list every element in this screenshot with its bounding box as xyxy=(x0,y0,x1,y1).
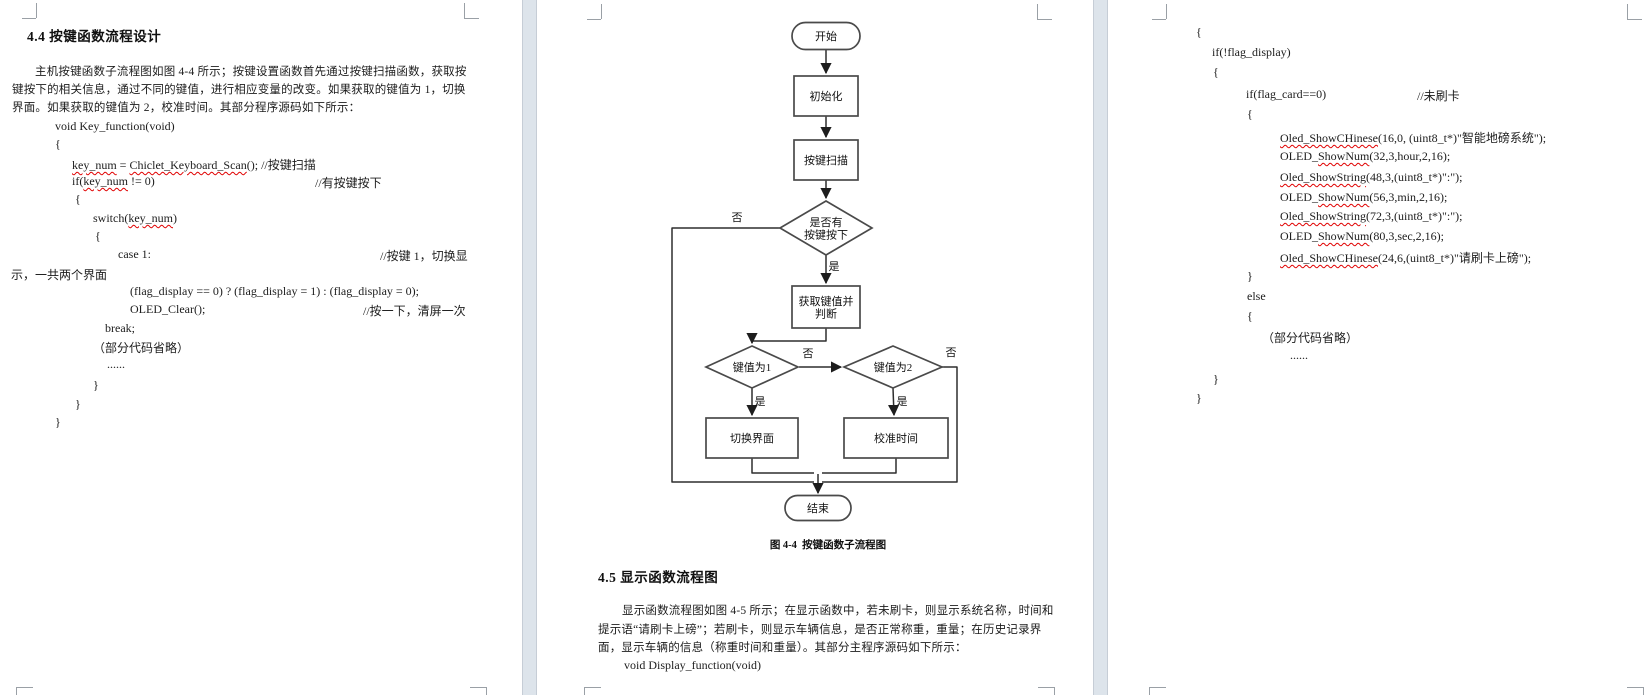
code-line: OLED_ShowNum(56,3,min,2,16); xyxy=(1280,190,1448,204)
misspelled-token: key_num xyxy=(83,174,128,188)
code-line: break; xyxy=(105,321,135,335)
misspelled-token: ShowNum xyxy=(1318,190,1370,204)
flow-node-label: 按键扫描 xyxy=(804,153,848,167)
code-line: } xyxy=(75,397,81,411)
flow-connector xyxy=(751,458,814,474)
page-gap-2 xyxy=(1093,0,1108,695)
code-line: OLED_ShowNum(32,3,hour,2,16); xyxy=(1280,149,1451,163)
code-line: else xyxy=(1247,289,1266,303)
code-line: （部分代码省略） xyxy=(1262,331,1359,345)
flow-node-label: 结束 xyxy=(807,502,829,515)
flow-branch-label: 否 xyxy=(732,212,743,224)
flow-node-rect xyxy=(793,139,859,181)
flow-node-label: 校准时间 xyxy=(874,431,918,445)
body-text-line: 面，显示车辆的信息（称重时间和重量）。其部分主程序源码如下所示： xyxy=(598,642,967,654)
flow-node-label: 切换界面 xyxy=(730,431,774,445)
code-comment: //未刷卡 xyxy=(1417,89,1460,103)
code-line: { xyxy=(95,229,101,243)
flow-connector xyxy=(822,366,958,483)
flow-branch-label: 是 xyxy=(897,395,908,408)
misspelled-token: Oled_ShowString xyxy=(1280,209,1367,223)
section-heading-4-5: 4.5 显示函数流程图 xyxy=(598,570,719,585)
code-line: OLED_Clear();//按一下，清屏一次 xyxy=(130,302,466,318)
code-line: Oled_ShowCHinese(16,0, (uint8_t*)"智能地磅系统… xyxy=(1280,131,1547,145)
flow-node-rect xyxy=(791,285,861,329)
flow-node-diamond xyxy=(841,345,945,389)
body-text-line: 主机按键函数子流程图如图 4-4 所示；按键设置函数首先通过按键扫描函数，获取按 xyxy=(35,66,467,78)
code-comment: //按一下，清屏一次 xyxy=(363,304,466,318)
code-line: } xyxy=(93,378,99,392)
misspelled-token: ShowNum xyxy=(1318,229,1370,243)
code-line: Oled_ShowCHinese(24,6,(uint8_t*)"请刷卡上磅")… xyxy=(1280,251,1532,265)
code-line: { xyxy=(75,192,81,206)
flow-connector xyxy=(671,227,814,483)
flow-connector xyxy=(888,387,900,417)
flow-connector xyxy=(822,458,897,474)
code-comment: //按键 1，切换显 xyxy=(380,249,468,263)
flow-connector xyxy=(746,328,827,345)
code-line: if(key_num != 0)//有按键按下 xyxy=(72,174,382,190)
code-line: { xyxy=(1196,25,1202,39)
code-line: } xyxy=(1213,372,1219,386)
code-comment: //有按键按下 xyxy=(315,176,382,190)
flow-branch-label: 是 xyxy=(755,395,766,408)
flow-branch-label: 否 xyxy=(946,347,957,359)
misspelled-token: Chiclet_Keyboard_Scan xyxy=(129,158,247,172)
flow-node-label: 获取键值并判断 xyxy=(799,294,854,321)
code-line: OLED_ShowNum(80,3,sec,2,16); xyxy=(1280,229,1444,243)
flow-node-stadium xyxy=(784,494,852,522)
code-line: (flag_display == 0) ? (flag_display = 1)… xyxy=(130,284,420,298)
code-line: } xyxy=(1247,269,1253,283)
flow-node-diamond xyxy=(778,200,874,256)
body-text-line: 键按下的相关信息，通过不同的键值，进行相应变量的改变。如果获取的键值为 1，切换 xyxy=(12,84,466,96)
section-heading-4-4: 4.4 按键函数流程设计 xyxy=(27,29,162,44)
code-line: if(flag_card==0)//未刷卡 xyxy=(1246,87,1460,103)
code-line: case 1://按键 1，切换显 xyxy=(118,247,468,263)
code-line: Oled_ShowString(72,3,(uint8_t*)":"); xyxy=(1280,209,1463,223)
page-gap-1 xyxy=(522,0,537,695)
flow-node-label: 开始 xyxy=(815,29,837,43)
code-line: void Key_function(void) xyxy=(55,119,175,133)
flow-node-rect xyxy=(843,417,949,459)
code-line: } xyxy=(55,415,61,429)
flow-node-stadium xyxy=(791,21,861,51)
flow-node-label: 键值为1 xyxy=(733,360,772,374)
code-line: switch(key_num) xyxy=(93,211,177,225)
code-line: void Display_function(void) xyxy=(624,658,761,672)
misspelled-token: Oled_ShowString xyxy=(1280,170,1367,184)
flow-node-label: 键值为2 xyxy=(874,360,913,374)
code-line: ...... xyxy=(107,357,125,371)
misspelled-token: key_num xyxy=(72,158,117,172)
flow-node-label: 是否有按键按下 xyxy=(804,215,848,242)
misspelled-token: Oled_ShowCHinese xyxy=(1280,251,1378,265)
flow-branch-label: 否 xyxy=(803,348,814,360)
misspelled-token: ShowNum xyxy=(1318,149,1370,163)
misspelled-token: Oled_ShowCHinese xyxy=(1280,131,1378,145)
code-line: Oled_ShowString(48,3,(uint8_t*)":"); xyxy=(1280,170,1463,184)
code-line: if(!flag_display) xyxy=(1212,45,1291,59)
flow-node-diamond xyxy=(703,345,801,389)
body-text-line: 界面。如果获取的键值为 2，校准时间。其部分程序源码如下所示： xyxy=(12,102,361,114)
misspelled-token: key_num xyxy=(128,211,173,225)
flow-node-rect xyxy=(705,417,799,459)
page-1[interactable] xyxy=(0,0,522,695)
code-line: { xyxy=(55,137,61,151)
code-line: { xyxy=(1247,309,1253,323)
code-line: { xyxy=(1213,65,1219,79)
flow-branch-label: 是 xyxy=(829,260,840,273)
code-line: ...... xyxy=(1290,348,1308,362)
page-3[interactable] xyxy=(1108,0,1649,695)
body-text-line: 提示语“请刷卡上磅”；若刷卡，则显示车辆信息，是否正常称重，重量；在历史记录界 xyxy=(598,624,1042,636)
figure-caption: 图 4-4 按键函数子流程图 xyxy=(769,540,887,551)
code-line: （部分代码省略） xyxy=(93,341,190,355)
body-text-line: 显示函数流程图如图 4-5 所示；在显示函数中，若未刷卡，则显示系统名称，时间和 xyxy=(622,605,1054,617)
code-line: 示，一共两个界面 xyxy=(11,268,108,282)
code-line: { xyxy=(1247,107,1253,121)
code-line: key_num = Chiclet_Keyboard_Scan(); //按键扫… xyxy=(72,158,316,172)
code-line: } xyxy=(1196,391,1202,405)
flow-node-rect xyxy=(793,75,859,117)
flow-node-label: 初始化 xyxy=(810,89,843,103)
